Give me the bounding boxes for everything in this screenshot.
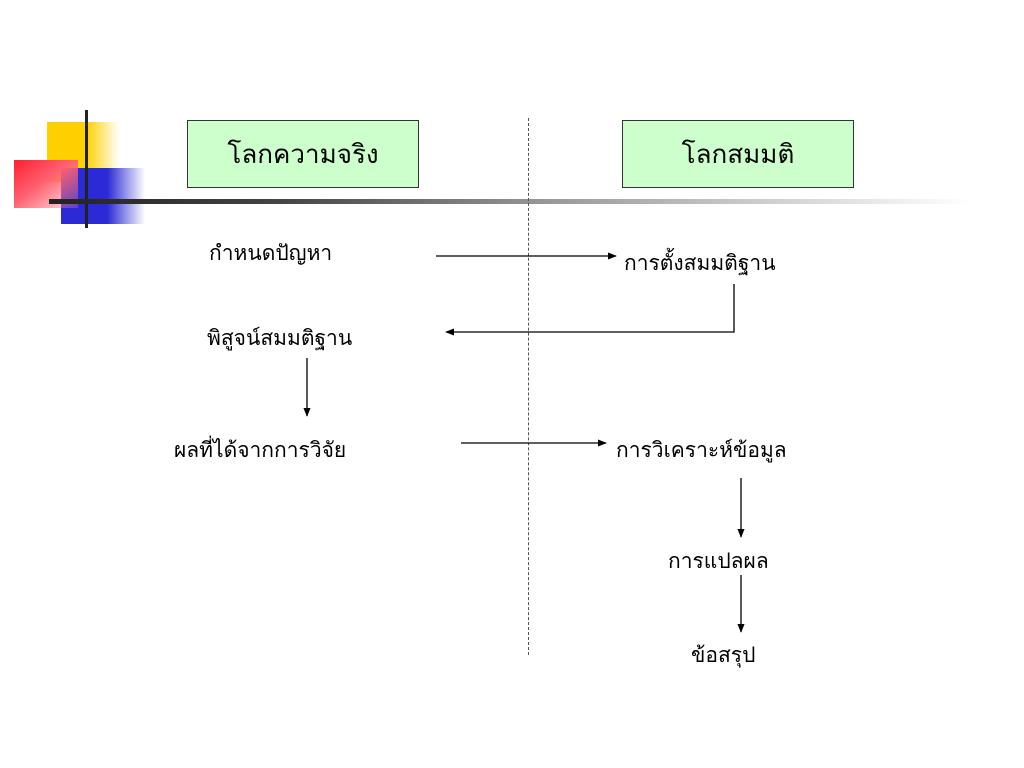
interpretation-label: การแปลผล <box>668 549 769 573</box>
research-result-label: ผลที่ได้จากการวิจัย <box>174 438 347 462</box>
prove-hypothesis-label: พิสูจน์สมมติฐาน <box>207 326 353 350</box>
arrow-hypothesis-to-prove <box>445 284 735 336</box>
define-problem-label: กำหนดปัญหา <box>209 241 333 265</box>
assumed-world-header-label: โลกสมมติ <box>681 139 795 170</box>
world-divider-dashed-line <box>528 118 529 655</box>
real-world-header-box: โลกความจริง <box>187 120 419 188</box>
decor-vertical-line <box>85 110 88 228</box>
data-analysis-label: การวิเคราะห์ข้อมูล <box>616 438 787 462</box>
real-world-header-label: โลกความจริง <box>227 139 379 170</box>
assumed-world-header-box: โลกสมมติ <box>622 120 854 188</box>
conclusion-label: ข้อสรุป <box>691 643 756 667</box>
set-hypothesis-label: การตั้งสมมติฐาน <box>624 251 776 275</box>
decor-horizontal-rule <box>49 199 969 204</box>
